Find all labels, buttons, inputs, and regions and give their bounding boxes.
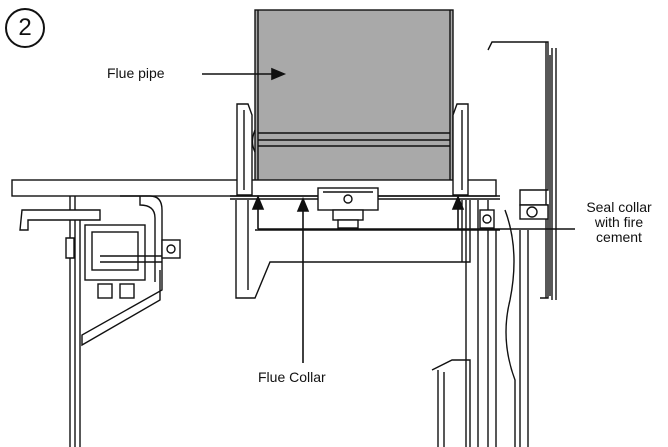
label-flue-pipe: Flue pipe — [107, 65, 165, 81]
label-flue-collar: Flue Collar — [258, 369, 326, 385]
label-seal-collar: Seal collar with fire cement — [574, 200, 664, 245]
label-seal-collar-line-3: cement — [596, 229, 642, 245]
label-seal-collar-line-2: with fire — [594, 214, 644, 230]
step-number-badge: 2 — [5, 8, 45, 48]
label-seal-collar-line-1: Seal collar — [586, 199, 652, 215]
stove-top-plate — [11, 179, 497, 197]
flue-pipe-body — [254, 9, 454, 196]
